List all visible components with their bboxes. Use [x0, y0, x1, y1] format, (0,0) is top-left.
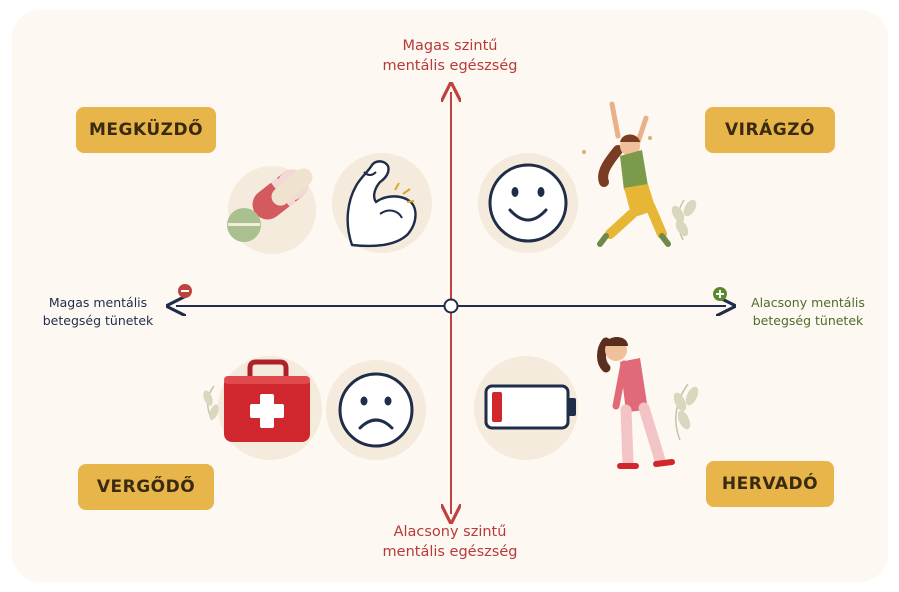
quadrant-badge-bottom-left: VERGŐDŐ: [78, 464, 214, 510]
bottom-axis-line-1: Alacsony szintű: [393, 524, 507, 540]
jumping-woman-icon: [582, 101, 697, 247]
left-axis-label: Magas mentális betegség tünetek: [18, 294, 178, 330]
tired-woman-icon: [597, 337, 699, 469]
left-axis-line-2: betegség tünetek: [42, 313, 154, 328]
bottom-axis-label: Alacsony szintű mentális egészség: [340, 522, 560, 562]
quadrant-badge-top-right: VIRÁGZÓ: [705, 107, 835, 153]
first-aid-kit-icon: [203, 356, 322, 460]
minus-icon: [178, 284, 192, 298]
bottom-axis-line-2: mentális egészség: [382, 544, 518, 560]
top-axis-label: Magas szintű mentális egészség: [340, 36, 560, 76]
right-axis-line-2: betegség tünetek: [752, 313, 864, 328]
right-axis-label: Alacsony mentális betegség tünetek: [728, 294, 888, 330]
plus-icon: [713, 287, 727, 301]
quadrant-badge-top-left: MEGKÜZDŐ: [76, 107, 216, 153]
quadrant-badge-bottom-right: HERVADÓ: [706, 461, 834, 507]
right-axis-line-1: Alacsony mentális: [751, 295, 865, 310]
top-axis-line-2: mentális egészség: [382, 58, 518, 74]
smiley-face-icon: [478, 153, 578, 253]
flexed-arm-icon: [332, 153, 432, 253]
low-battery-icon: [474, 356, 578, 460]
sad-face-icon: [326, 360, 426, 460]
left-axis-line-1: Magas mentális: [48, 295, 148, 310]
origin-marker: [443, 298, 459, 314]
top-axis-line-1: Magas szintű: [402, 38, 498, 54]
pills-icon: [227, 166, 316, 254]
